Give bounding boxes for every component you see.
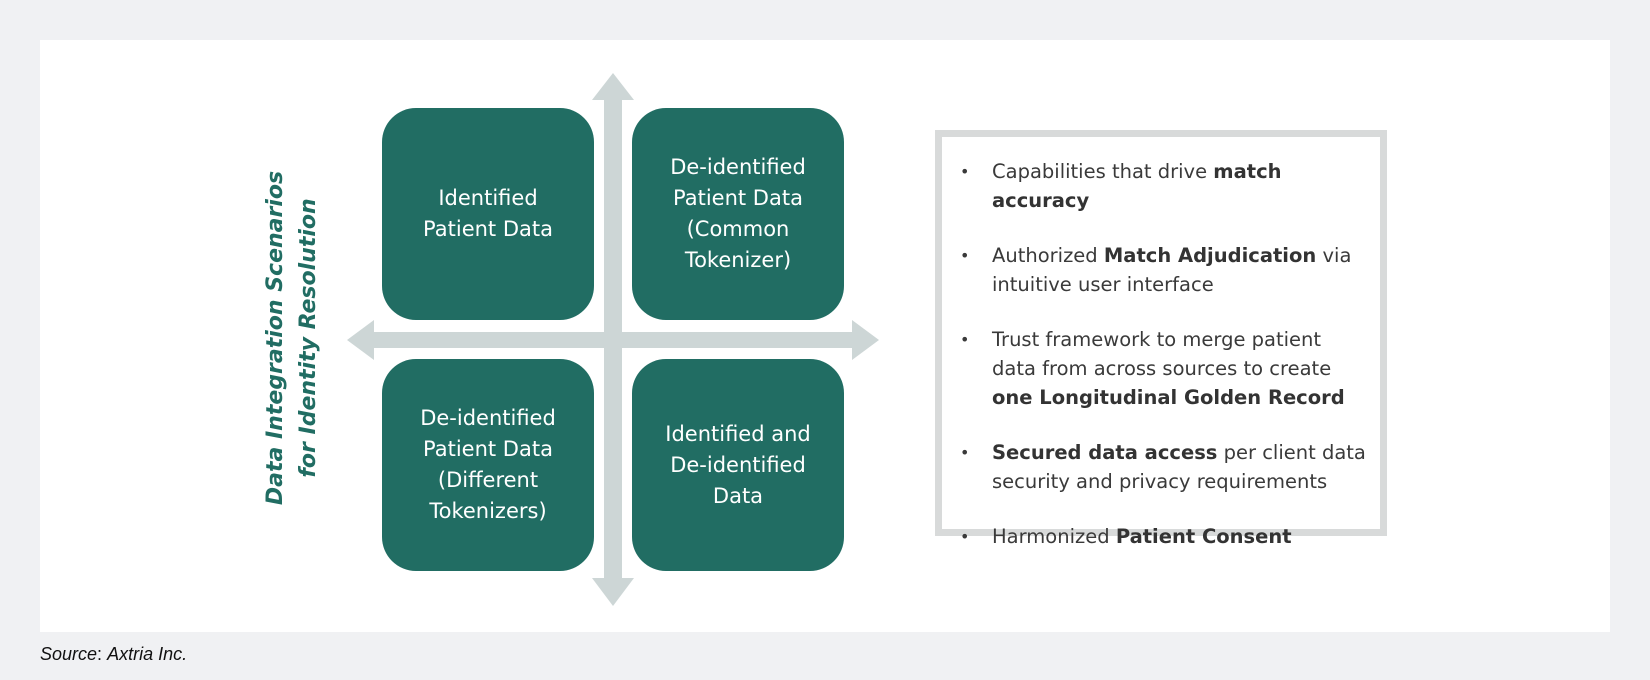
quadrant-bottom-right: Identified and De-identified Data: [632, 359, 844, 571]
horizontal-axis-shaft: [372, 332, 855, 348]
capability-item: Capabilities that drive match accuracy: [960, 157, 1370, 215]
quadrant-label: De-identified Patient Data (Different To…: [420, 406, 556, 523]
capability-item: Secured data access per client data secu…: [960, 438, 1370, 496]
capability-item: Authorized Match Adjudication via intuit…: [960, 241, 1370, 299]
up-arrow-head: [592, 73, 634, 100]
capabilities-box: Capabilities that drive match accuracy A…: [935, 130, 1387, 551]
capabilities-list: Capabilities that drive match accuracy A…: [960, 157, 1370, 551]
quadrant-bottom-left: De-identified Patient Data (Different To…: [382, 359, 594, 571]
title-line-1: Data Integration Scenarios: [263, 170, 288, 506]
quadrant-top-left: Identified Patient Data: [382, 108, 594, 320]
quadrant-label: Identified Patient Data: [423, 186, 553, 241]
quadrant-label: Identified and De-identified Data: [665, 421, 811, 508]
quadrant-label: De-identified Patient Data (Common Token…: [670, 155, 806, 272]
quadrant-top-right: De-identified Patient Data (Common Token…: [632, 108, 844, 320]
source-caption: Source: Axtria Inc.: [40, 644, 188, 664]
capability-item: Harmonized Patient Consent: [960, 522, 1370, 551]
title-line-2: for Identity Resolution: [296, 198, 321, 478]
vertical-diagram-title: Data Integration Scenarios for Identity …: [259, 171, 325, 505]
source-label: Source: [40, 644, 98, 664]
down-arrow-head: [592, 578, 634, 606]
capability-item: Trust framework to merge patient data fr…: [960, 325, 1370, 412]
right-arrow-head: [852, 320, 879, 360]
source-value: Axtria Inc.: [107, 644, 188, 664]
left-arrow-head: [347, 320, 374, 360]
